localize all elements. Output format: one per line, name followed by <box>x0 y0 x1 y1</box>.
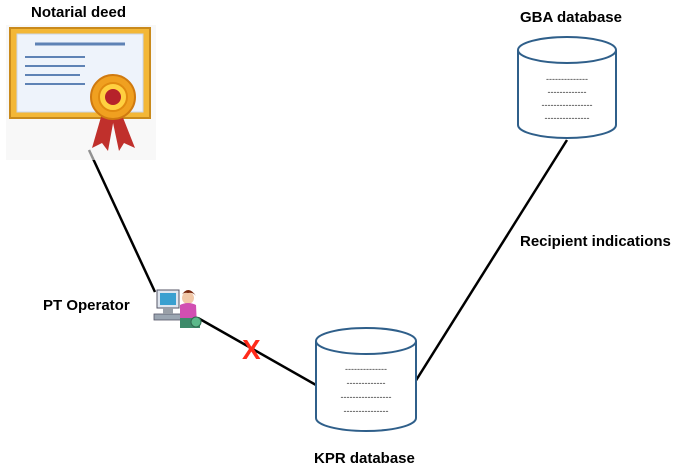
edge-kpr-gba <box>413 139 569 383</box>
blocked-mark: X <box>242 334 261 365</box>
gba-db-line: ------------- <box>548 87 587 97</box>
gba-database-label: GBA database <box>520 9 622 26</box>
kpr-db-line: --------------- <box>344 406 389 416</box>
operator-computer-icon <box>153 289 202 328</box>
kpr-database-cylinder: -------------- ------------- -----------… <box>315 327 417 432</box>
recipient-indications-label: Recipient indications <box>520 233 671 250</box>
pt-operator-label: PT Operator <box>43 297 130 314</box>
certificate-icon <box>6 25 156 160</box>
gba-db-line: -------------- <box>546 74 588 84</box>
notarial-deed-label: Notarial deed <box>31 4 127 21</box>
edge-deed-operator <box>87 149 157 293</box>
gba-db-line: ----------------- <box>542 100 593 110</box>
gba-database-cylinder: -------------- ------------- -----------… <box>517 36 617 139</box>
gba-db-line: --------------- <box>545 113 590 123</box>
edge-operator-kpr <box>197 316 317 387</box>
kpr-db-line: ------------- <box>347 378 386 388</box>
kpr-database-label: KPR database <box>314 450 415 467</box>
kpr-db-line: ----------------- <box>341 392 392 402</box>
kpr-db-line: -------------- <box>345 364 387 374</box>
